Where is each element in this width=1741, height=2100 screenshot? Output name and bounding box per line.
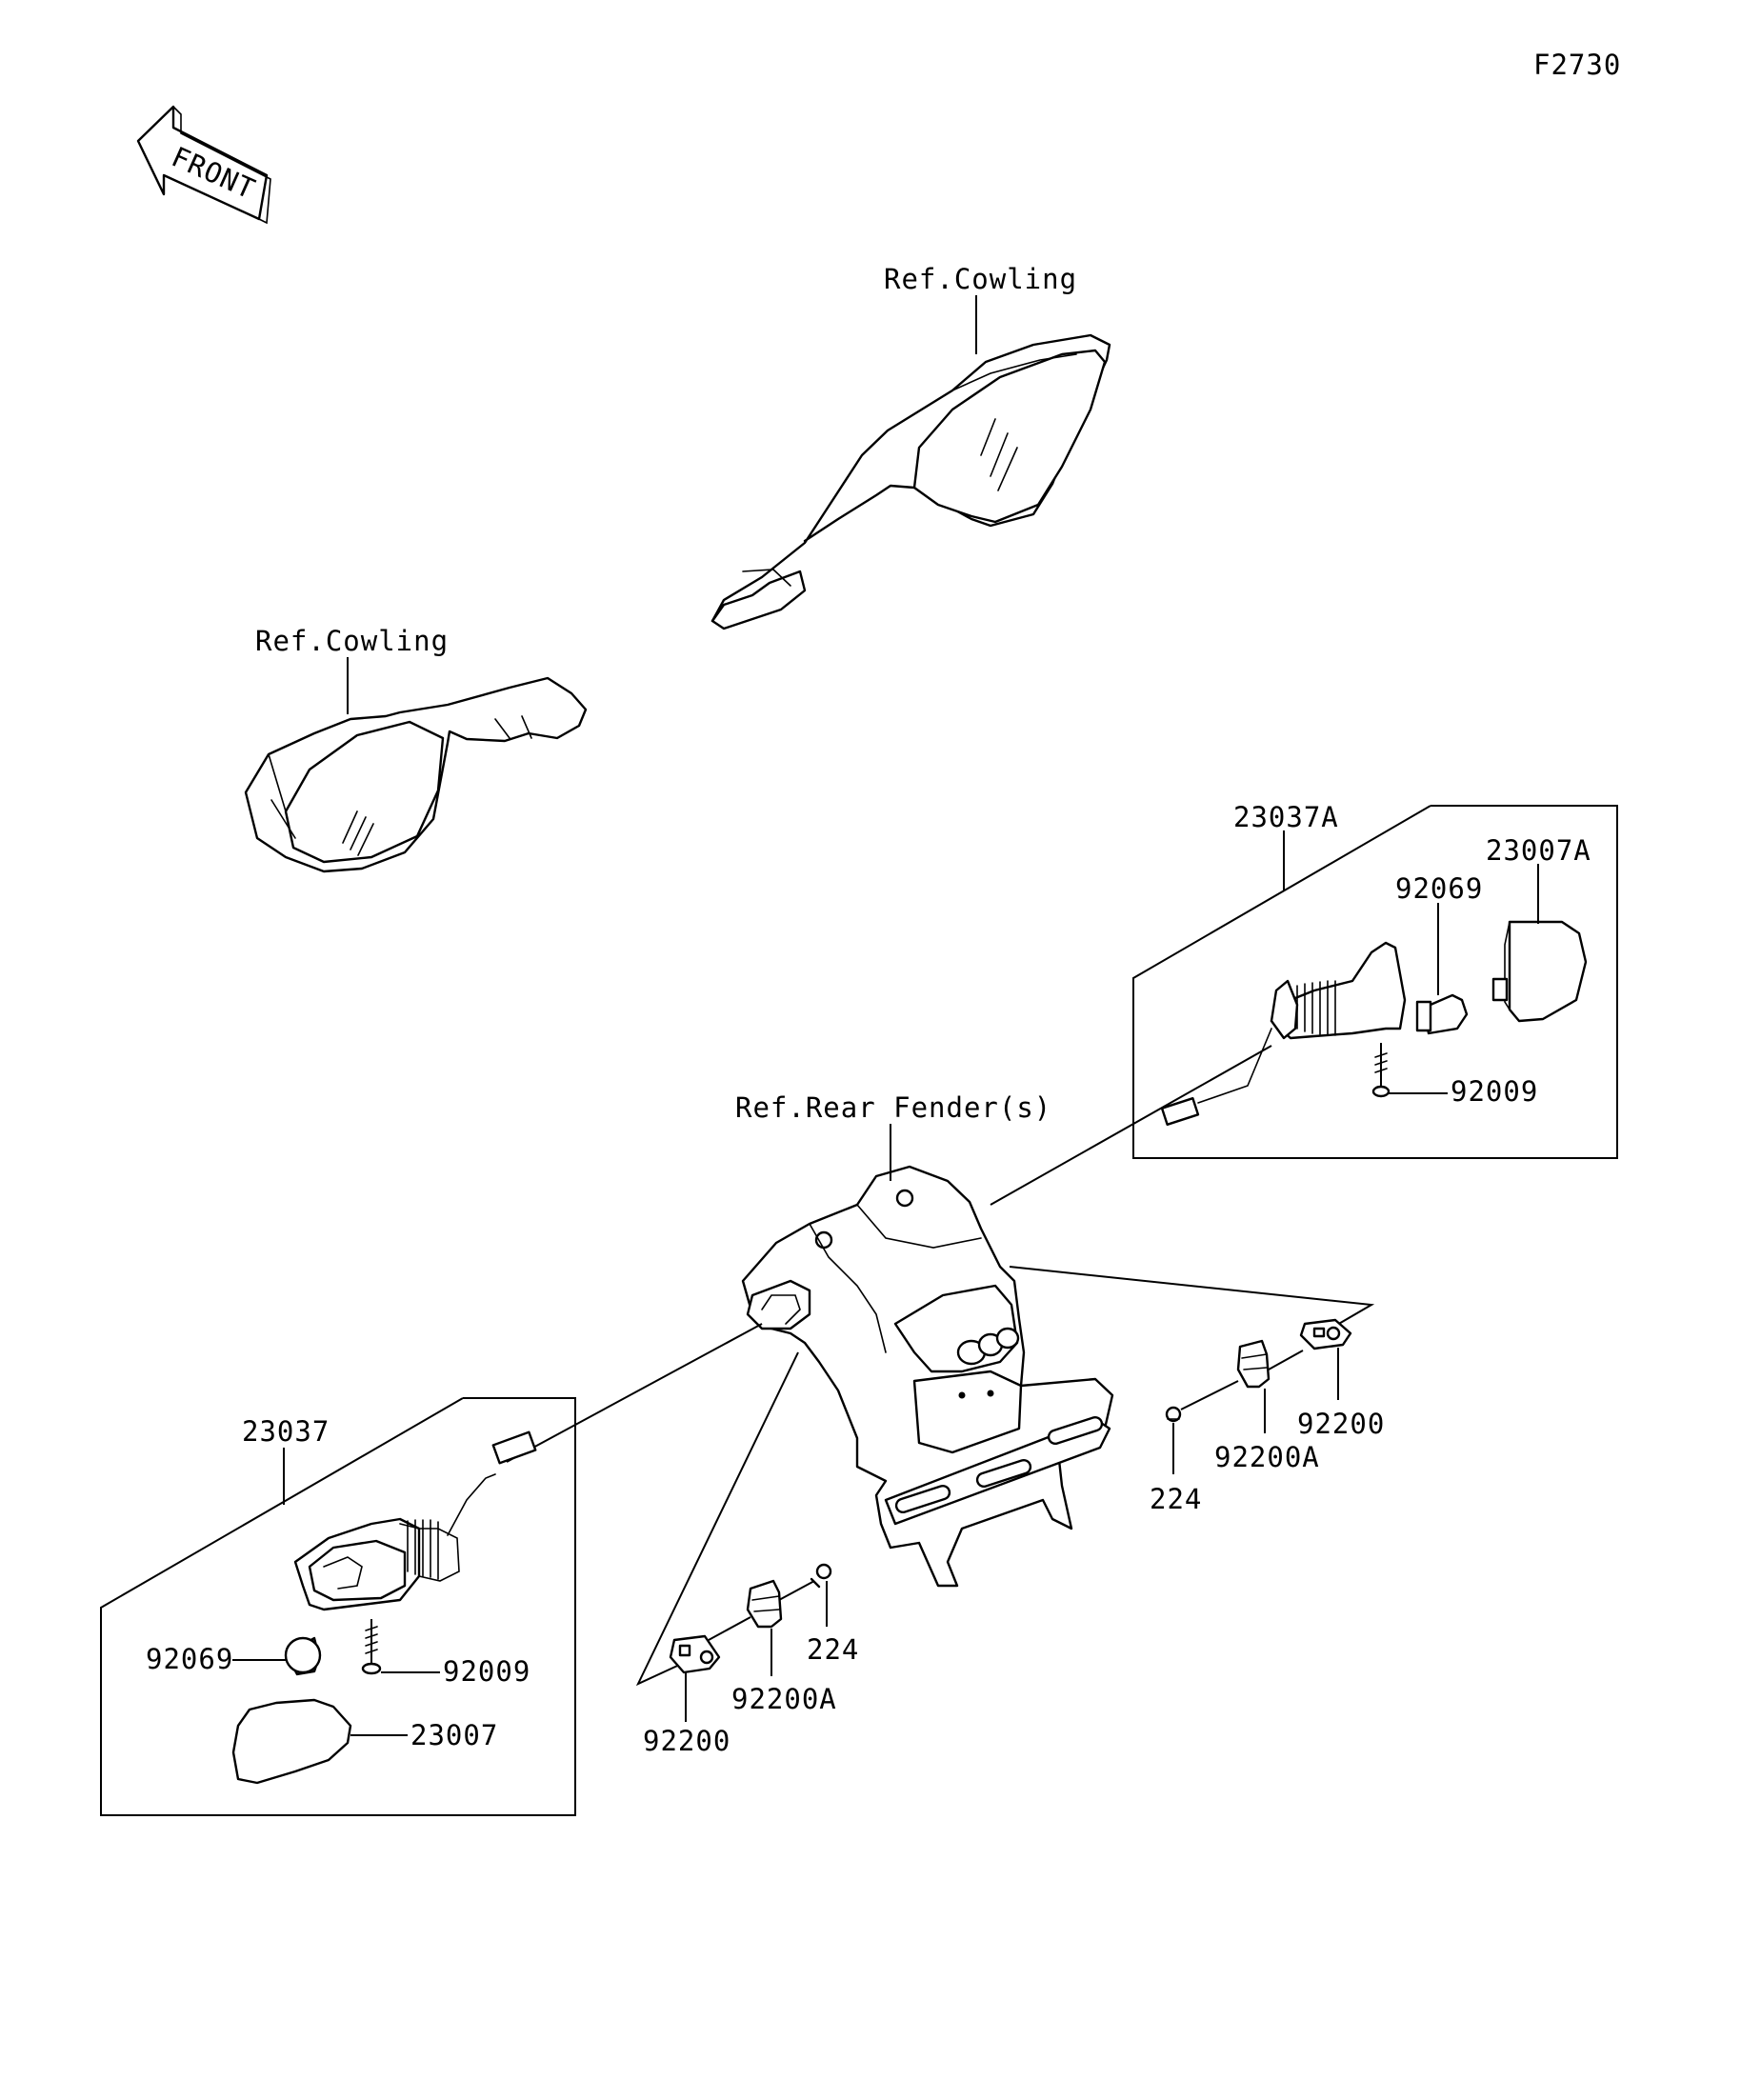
rear-fender [741, 1165, 1114, 1588]
part-23007-label: 23007 [410, 1719, 498, 1751]
lens-23007 [231, 1698, 352, 1785]
ref-rear-fender-label: Ref.Rear Fender(s) [735, 1091, 1051, 1124]
part-92069-right-label: 92069 [1395, 872, 1483, 905]
turn-signal-left-23037 [293, 1430, 537, 1611]
lens-23007A [1491, 920, 1588, 1023]
mirror-right [710, 333, 1111, 630]
part-92009-right-label: 92009 [1451, 1075, 1538, 1108]
bracket-92200-right [1299, 1318, 1352, 1350]
part-92200A-left-label: 92200A [731, 1683, 837, 1715]
box-23037A [1132, 805, 1618, 1159]
part-92200-right-label: 92200 [1297, 1408, 1385, 1440]
screw-92009-left [361, 1619, 382, 1675]
ref-cowling-upper-label: Ref.Cowling [884, 263, 1077, 295]
turn-signal-right-23037A [1160, 941, 1407, 1127]
box-23037 [100, 1397, 576, 1816]
part-23007A-label: 23007A [1486, 834, 1591, 867]
bulb-92069-right [1415, 993, 1469, 1035]
bracket-92200-left [669, 1634, 721, 1674]
mirror-left [244, 676, 588, 873]
bolt-224-left [810, 1563, 832, 1589]
part-92069-left-label: 92069 [146, 1643, 233, 1675]
part-23037-label: 23037 [242, 1415, 330, 1448]
part-92200-left-label: 92200 [643, 1725, 730, 1757]
part-23037A-label: 23037A [1233, 801, 1339, 833]
screw-92009-right [1371, 1043, 1391, 1098]
ref-cowling-lower-label: Ref.Cowling [255, 625, 449, 657]
part-224-left-label: 224 [807, 1633, 859, 1666]
part-92009-left-label: 92009 [443, 1655, 530, 1688]
figure-id: F2730 [1533, 49, 1621, 81]
clip-92200A-left [746, 1579, 783, 1629]
bulb-92069-left [284, 1636, 322, 1676]
bolt-224-right [1165, 1406, 1182, 1423]
front-arrow-icon: FRONT [136, 105, 271, 225]
part-92200A-right-label: 92200A [1214, 1441, 1320, 1473]
clip-92200A-right [1236, 1339, 1271, 1389]
part-224-right-label: 224 [1150, 1483, 1202, 1515]
